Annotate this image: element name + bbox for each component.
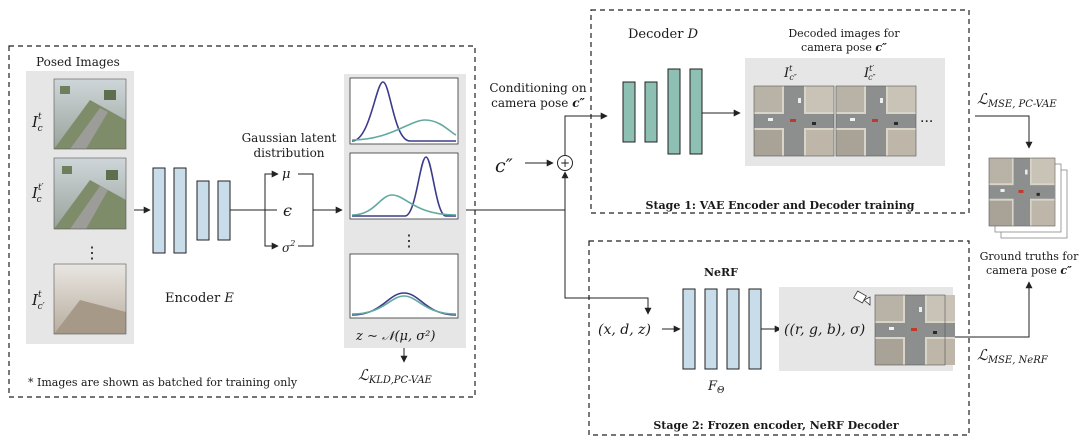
stage2-loss: ℒMSE, NeRF bbox=[977, 346, 1049, 366]
decoded-image-2 bbox=[835, 85, 917, 157]
distribution-plot-2 bbox=[349, 152, 459, 220]
arrow-z-to-nerf bbox=[564, 210, 652, 315]
nerf-input: (x, d, z) bbox=[598, 322, 651, 338]
nerf-blocks bbox=[682, 288, 762, 370]
stage2-title: Stage 2: Frozen encoder, NeRF Decoder bbox=[653, 419, 899, 432]
arrow-stage1-loss bbox=[975, 115, 1033, 149]
posed-images-label: Posed Images bbox=[36, 55, 120, 69]
encoder-blocks bbox=[152, 167, 231, 254]
nerf-label: NeRF bbox=[704, 266, 738, 279]
decoded-image-label-2: It′c″ bbox=[863, 64, 876, 82]
batch-note: * Images are shown as batched for traini… bbox=[28, 376, 298, 389]
ground-truth-stack bbox=[988, 157, 1068, 239]
distribution-plot-3 bbox=[349, 253, 459, 319]
encoder-region-border bbox=[8, 45, 476, 398]
images-vdots: ⋮ bbox=[84, 243, 100, 262]
posed-image-3 bbox=[53, 263, 127, 335]
distribution-plot-1 bbox=[349, 77, 459, 145]
decoded-image-1 bbox=[753, 85, 835, 157]
arrow-to-mu bbox=[264, 170, 279, 210]
ground-truth-line1: Ground truths for bbox=[980, 250, 1079, 263]
sigma-symbol: σ2 bbox=[282, 239, 295, 255]
z-distribution-formula: z ∼ 𝒩(μ, σ²) bbox=[355, 329, 435, 344]
nerf-output: ((r, g, b), σ) bbox=[784, 322, 865, 338]
distributions-vdots: ⋮ bbox=[401, 231, 417, 250]
arrow-plus-to-decoder bbox=[564, 112, 608, 155]
encoder-label: Encoder E bbox=[165, 291, 234, 306]
conditioning-input-symbol: c″ bbox=[495, 155, 513, 177]
conditioning-line2: camera pose c″ bbox=[491, 96, 585, 110]
epsilon-symbol: ϵ bbox=[283, 201, 292, 220]
image-label-2: It′c bbox=[31, 183, 44, 205]
stage1-loss: ℒMSE, PC-VAE bbox=[977, 90, 1057, 110]
arrow-stage2-loss bbox=[955, 281, 1033, 338]
decoder-blocks bbox=[622, 68, 703, 155]
concat-plus-sign: + bbox=[560, 156, 570, 170]
posed-image-1 bbox=[53, 78, 127, 150]
decoder-label: Decoder D bbox=[628, 27, 699, 42]
stage2-region-border bbox=[588, 240, 970, 436]
arrow-to-sigma bbox=[264, 210, 279, 250]
stage1-title: Stage 1: VAE Encoder and Decoder trainin… bbox=[646, 199, 915, 212]
latent-bracket bbox=[298, 173, 314, 247]
stage1-region-border bbox=[590, 9, 970, 214]
posed-image-2 bbox=[53, 157, 127, 230]
kld-loss: ℒKLD,PC-VAE bbox=[358, 366, 433, 386]
decoded-caption-line2: camera pose c″ bbox=[801, 41, 887, 54]
concat-plus-node bbox=[557, 155, 573, 171]
nerf-rendered-image bbox=[874, 294, 955, 366]
nerf-function-symbol: FΘ bbox=[707, 379, 725, 396]
decoded-caption-line1: Decoded images for bbox=[788, 27, 900, 40]
camera-icon bbox=[853, 290, 871, 306]
conditioning-line1: Conditioning on bbox=[489, 81, 587, 95]
mu-symbol: μ bbox=[282, 167, 290, 182]
decoded-images-ellipsis: ··· bbox=[920, 114, 933, 130]
latent-caption-line1: Gaussian latent bbox=[242, 131, 337, 145]
latent-caption-line2: distribution bbox=[253, 146, 324, 160]
ground-truth-line2: camera pose c″ bbox=[986, 264, 1072, 277]
